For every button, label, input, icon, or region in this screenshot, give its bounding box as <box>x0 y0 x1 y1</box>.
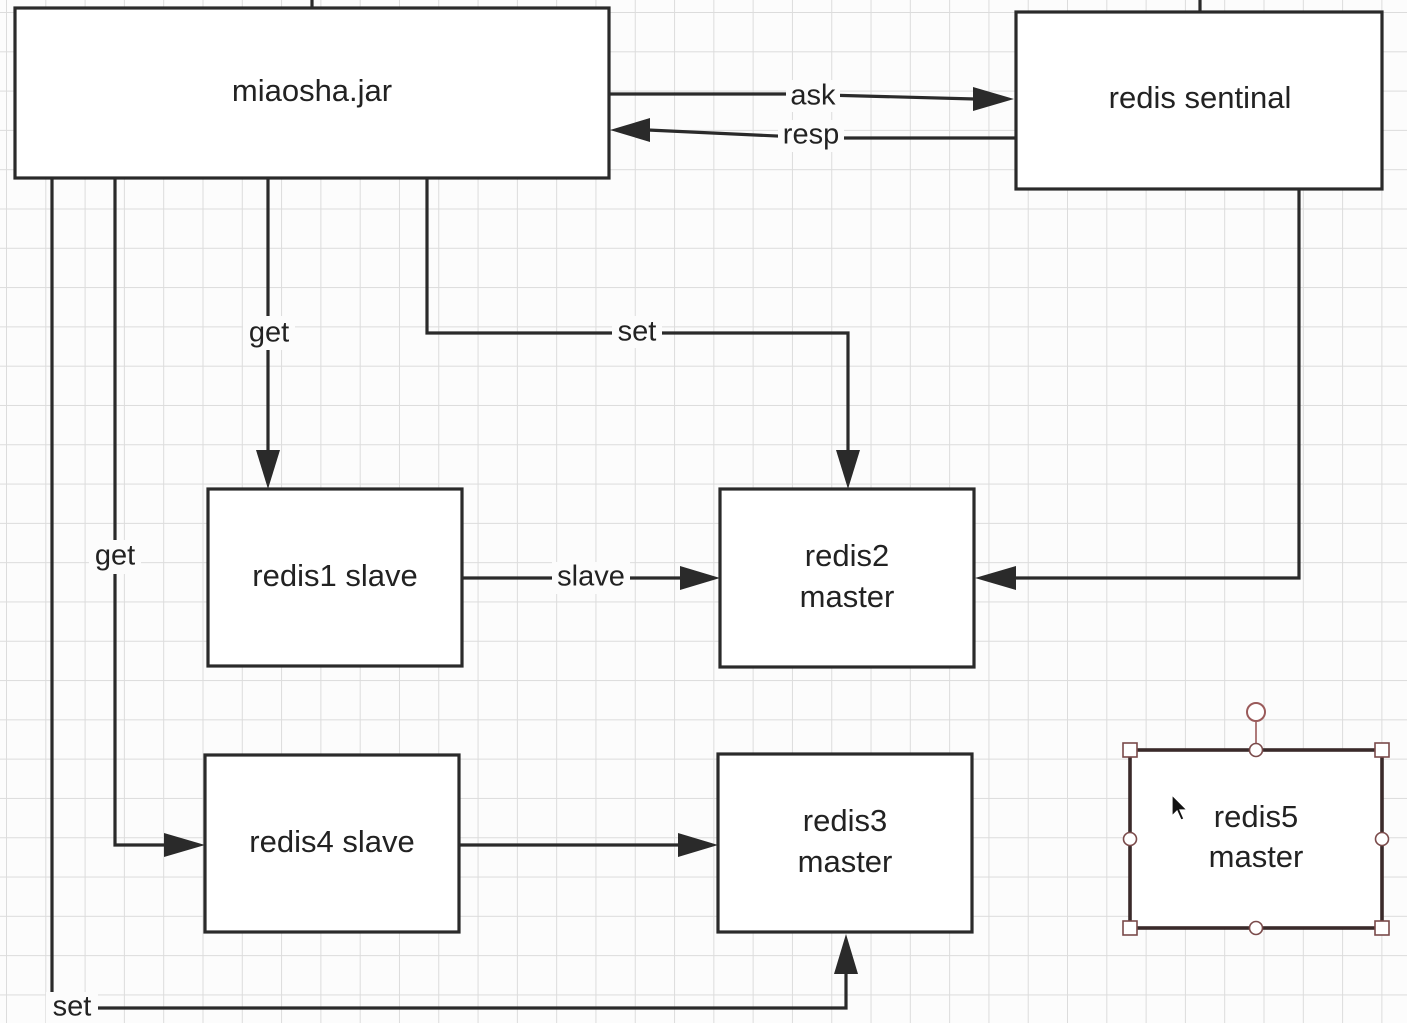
svg-text:redis3: redis3 <box>803 803 887 838</box>
edge-redis4-redis3[interactable] <box>460 833 718 857</box>
svg-text:miaosha.jar: miaosha.jar <box>232 73 392 108</box>
svg-text:slave: slave <box>557 561 625 593</box>
svg-text:redis1 slave: redis1 slave <box>252 558 417 593</box>
svg-text:redis4 slave: redis4 slave <box>249 824 414 859</box>
resize-handle-bottom-right[interactable] <box>1374 920 1390 936</box>
node-redis-sentinal[interactable]: redis sentinal <box>1014 10 1384 191</box>
edge-get-redis1[interactable] <box>256 179 280 489</box>
edge-label-set-redis3: set <box>46 991 98 1023</box>
svg-text:master: master <box>798 844 893 879</box>
node-redis4-slave[interactable]: redis4 slave <box>203 753 461 934</box>
rotate-handle[interactable] <box>1246 702 1266 722</box>
resize-handle-top-right[interactable] <box>1374 742 1390 758</box>
svg-text:ask: ask <box>790 80 836 112</box>
resize-handle-right[interactable] <box>1374 831 1390 847</box>
edge-label-get-redis1: get <box>243 316 295 350</box>
resize-handle-bottom-left[interactable] <box>1122 920 1138 936</box>
svg-text:redis5: redis5 <box>1214 799 1298 834</box>
node-redis1-slave[interactable]: redis1 slave <box>206 487 464 668</box>
svg-text:master: master <box>800 579 895 614</box>
mouse-cursor-icon <box>1171 793 1189 821</box>
node-redis5-master[interactable]: redis5 master <box>1122 702 1390 936</box>
resize-handle-bottom[interactable] <box>1248 920 1264 936</box>
edge-label-set-redis2: set <box>612 316 662 348</box>
svg-text:get: get <box>249 317 289 349</box>
resize-handle-top-left[interactable] <box>1122 742 1138 758</box>
edge-label-resp: resp <box>778 119 844 152</box>
node-redis2-master[interactable]: redis2 master <box>718 487 976 669</box>
svg-text:redis sentinal: redis sentinal <box>1109 80 1292 115</box>
resize-handle-left[interactable] <box>1122 831 1138 847</box>
resize-handle-top[interactable] <box>1248 742 1264 758</box>
svg-text:redis2: redis2 <box>805 538 889 573</box>
node-miaosha-jar[interactable]: miaosha.jar <box>13 6 611 180</box>
svg-text:resp: resp <box>783 119 839 151</box>
edge-sentinal-redis2[interactable] <box>975 190 1301 590</box>
edge-set-redis3[interactable] <box>50 179 858 1010</box>
svg-text:get: get <box>95 540 135 572</box>
edge-label-ask: ask <box>786 80 840 112</box>
svg-text:master: master <box>1209 839 1304 874</box>
edge-label-get-redis4: get <box>89 540 141 574</box>
svg-text:set: set <box>618 316 657 348</box>
edge-get-redis4[interactable] <box>113 179 205 857</box>
edge-label-slave: slave <box>552 561 630 594</box>
svg-text:set: set <box>53 991 92 1023</box>
node-redis3-master[interactable]: redis3 master <box>716 752 974 934</box>
